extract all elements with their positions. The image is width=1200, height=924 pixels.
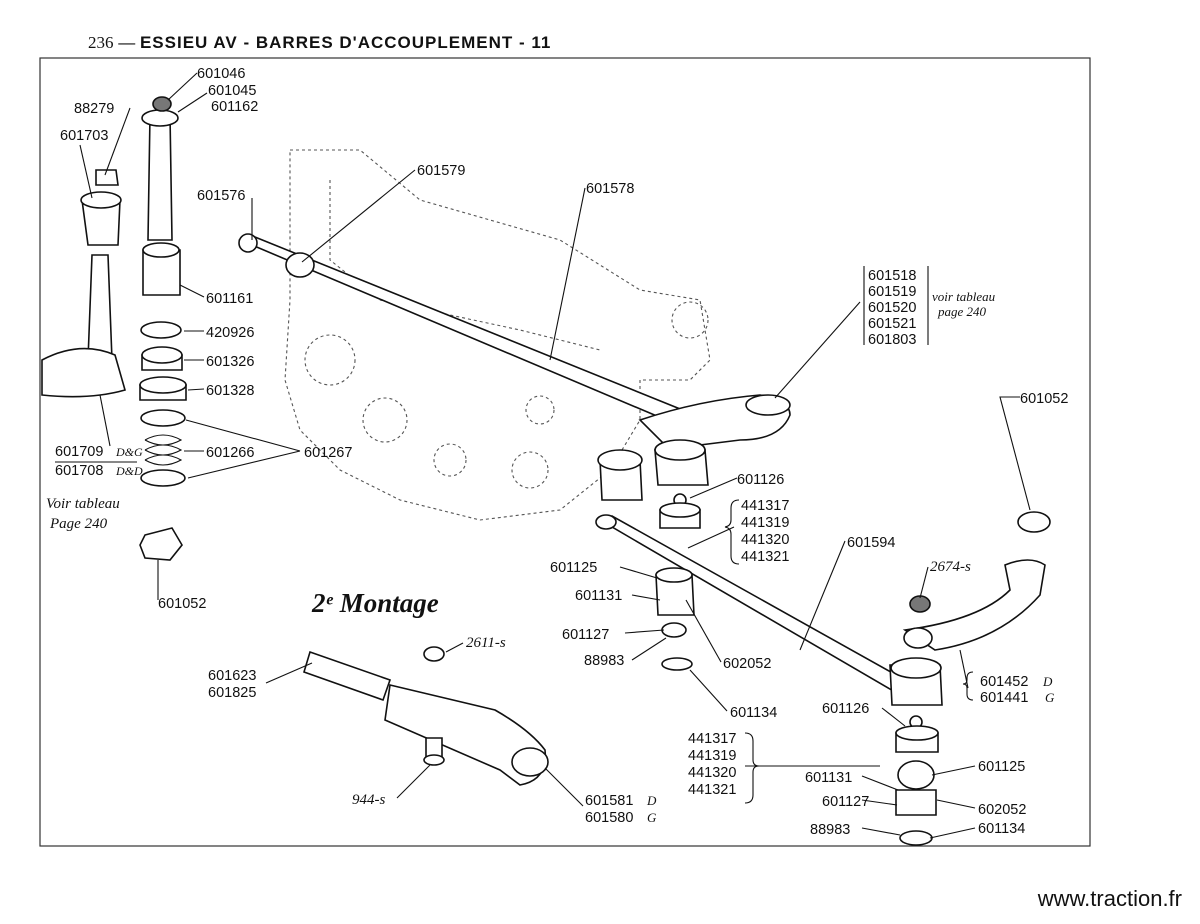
lower-joint-stack-drawing: [895, 715, 939, 846]
diagram-frame: [39, 57, 1091, 847]
label-group-right-1: 601518: [868, 268, 916, 284]
kingpin-stack-drawing: [139, 96, 187, 561]
page-title: ESSIEU AV - BARRES D'ACCOUPLEMENT - 11: [139, 33, 552, 52]
label-601580: 601580: [585, 810, 633, 826]
note-voir-tableau-left-2: Page 240: [49, 516, 108, 532]
label-601046: 601046: [197, 66, 245, 82]
label-601266: 601266: [206, 445, 254, 461]
page-header: 236 — ESSIEU AV - BARRES D'ACCOUPLEMENT …: [88, 33, 551, 53]
brace-marks: [724, 266, 974, 804]
footer-url[interactable]: www.traction.fr: [1037, 886, 1182, 911]
label-group-bottom-2: 441319: [688, 748, 736, 764]
label-420926: 420926: [206, 325, 254, 341]
label-88983-left: 88983: [584, 653, 624, 669]
label-88983-right: 88983: [810, 822, 850, 838]
note-voir-tableau-right-1: voir tableau: [932, 289, 996, 304]
steering-arm-drawing: [902, 511, 1051, 651]
label-944s: 944-s: [352, 792, 385, 808]
label-601326: 601326: [206, 354, 254, 370]
note-voir-tableau-left-1: Voir tableau: [46, 496, 120, 512]
label-601578: 601578: [586, 181, 634, 197]
label-601623: 601623: [208, 668, 256, 684]
label-601161: 601161: [206, 291, 253, 307]
label-601052-right: 601052: [1020, 391, 1068, 407]
label-601131-left: 601131: [575, 588, 622, 604]
note-voir-tableau-right-2: page 240: [937, 304, 987, 319]
label-group-mid-2: 441319: [741, 515, 789, 531]
label-601052-left: 601052: [158, 596, 206, 612]
label-group-mid-4: 441321: [741, 549, 789, 565]
label-601452-suffix: D: [1042, 674, 1053, 689]
label-601162: 601162: [211, 99, 258, 115]
label-601134-right: 601134: [978, 821, 1025, 837]
label-601594: 601594: [847, 535, 895, 551]
label-group-bottom-4: 441321: [688, 782, 736, 798]
label-group-right-5: 601803: [868, 332, 916, 348]
montage-title: 2ᵉ Montage: [311, 588, 439, 618]
label-group-mid-1: 441317: [741, 498, 789, 514]
label-601328: 601328: [206, 383, 254, 399]
label-2611s: 2611-s: [466, 635, 506, 651]
label-601441: 601441: [980, 690, 1028, 706]
header-dash: —: [118, 33, 136, 52]
label-group-bottom-1: 441317: [688, 731, 736, 747]
main-tie-rod-drawing: [238, 233, 791, 501]
label-601126-bottom: 601126: [822, 701, 869, 717]
label-601452: 601452: [980, 674, 1028, 690]
label-601579: 601579: [417, 163, 465, 179]
label-601708: 601708: [55, 463, 103, 479]
label-601703: 601703: [60, 128, 108, 144]
label-601134-left: 601134: [730, 705, 777, 721]
label-601580-suffix: G: [647, 810, 657, 825]
label-601125-right: 601125: [978, 759, 1025, 775]
label-2674s: 2674-s: [930, 559, 971, 575]
label-601126-top: 601126: [737, 472, 784, 488]
middle-joint-stack-drawing: [655, 493, 701, 671]
label-group-right-3: 601520: [868, 300, 916, 316]
label-88279: 88279: [74, 101, 114, 117]
label-601581-suffix: D: [646, 793, 657, 808]
page-number: 236: [88, 33, 114, 52]
left-bushing-drawing: [41, 169, 126, 398]
label-601709-suffix: D&G: [115, 445, 143, 459]
label-601125-left: 601125: [550, 560, 597, 576]
label-601127-right: 601127: [822, 794, 869, 810]
label-601708-suffix: D&D: [115, 464, 143, 478]
chassis-outline-drawing: [284, 149, 711, 521]
second-tie-rod-drawing: [595, 514, 943, 706]
label-601131-right: 601131: [805, 770, 852, 786]
label-group-right-2: 601519: [868, 284, 916, 300]
label-601267: 601267: [304, 445, 352, 461]
label-group-bottom-3: 441320: [688, 765, 736, 781]
label-602052-left: 602052: [723, 656, 771, 672]
label-601441-suffix: G: [1045, 690, 1055, 705]
label-601576: 601576: [197, 188, 245, 204]
label-group-mid-3: 441320: [741, 532, 789, 548]
label-group-right-4: 601521: [868, 316, 916, 332]
label-601581: 601581: [585, 793, 633, 809]
second-montage-rod-drawing: [303, 646, 549, 786]
label-601127-left: 601127: [562, 627, 609, 643]
leader-lines: [79, 72, 1031, 839]
label-602052-right: 602052: [978, 802, 1026, 818]
label-601709: 601709: [55, 444, 103, 460]
label-601045: 601045: [208, 83, 256, 99]
label-601825: 601825: [208, 685, 256, 701]
